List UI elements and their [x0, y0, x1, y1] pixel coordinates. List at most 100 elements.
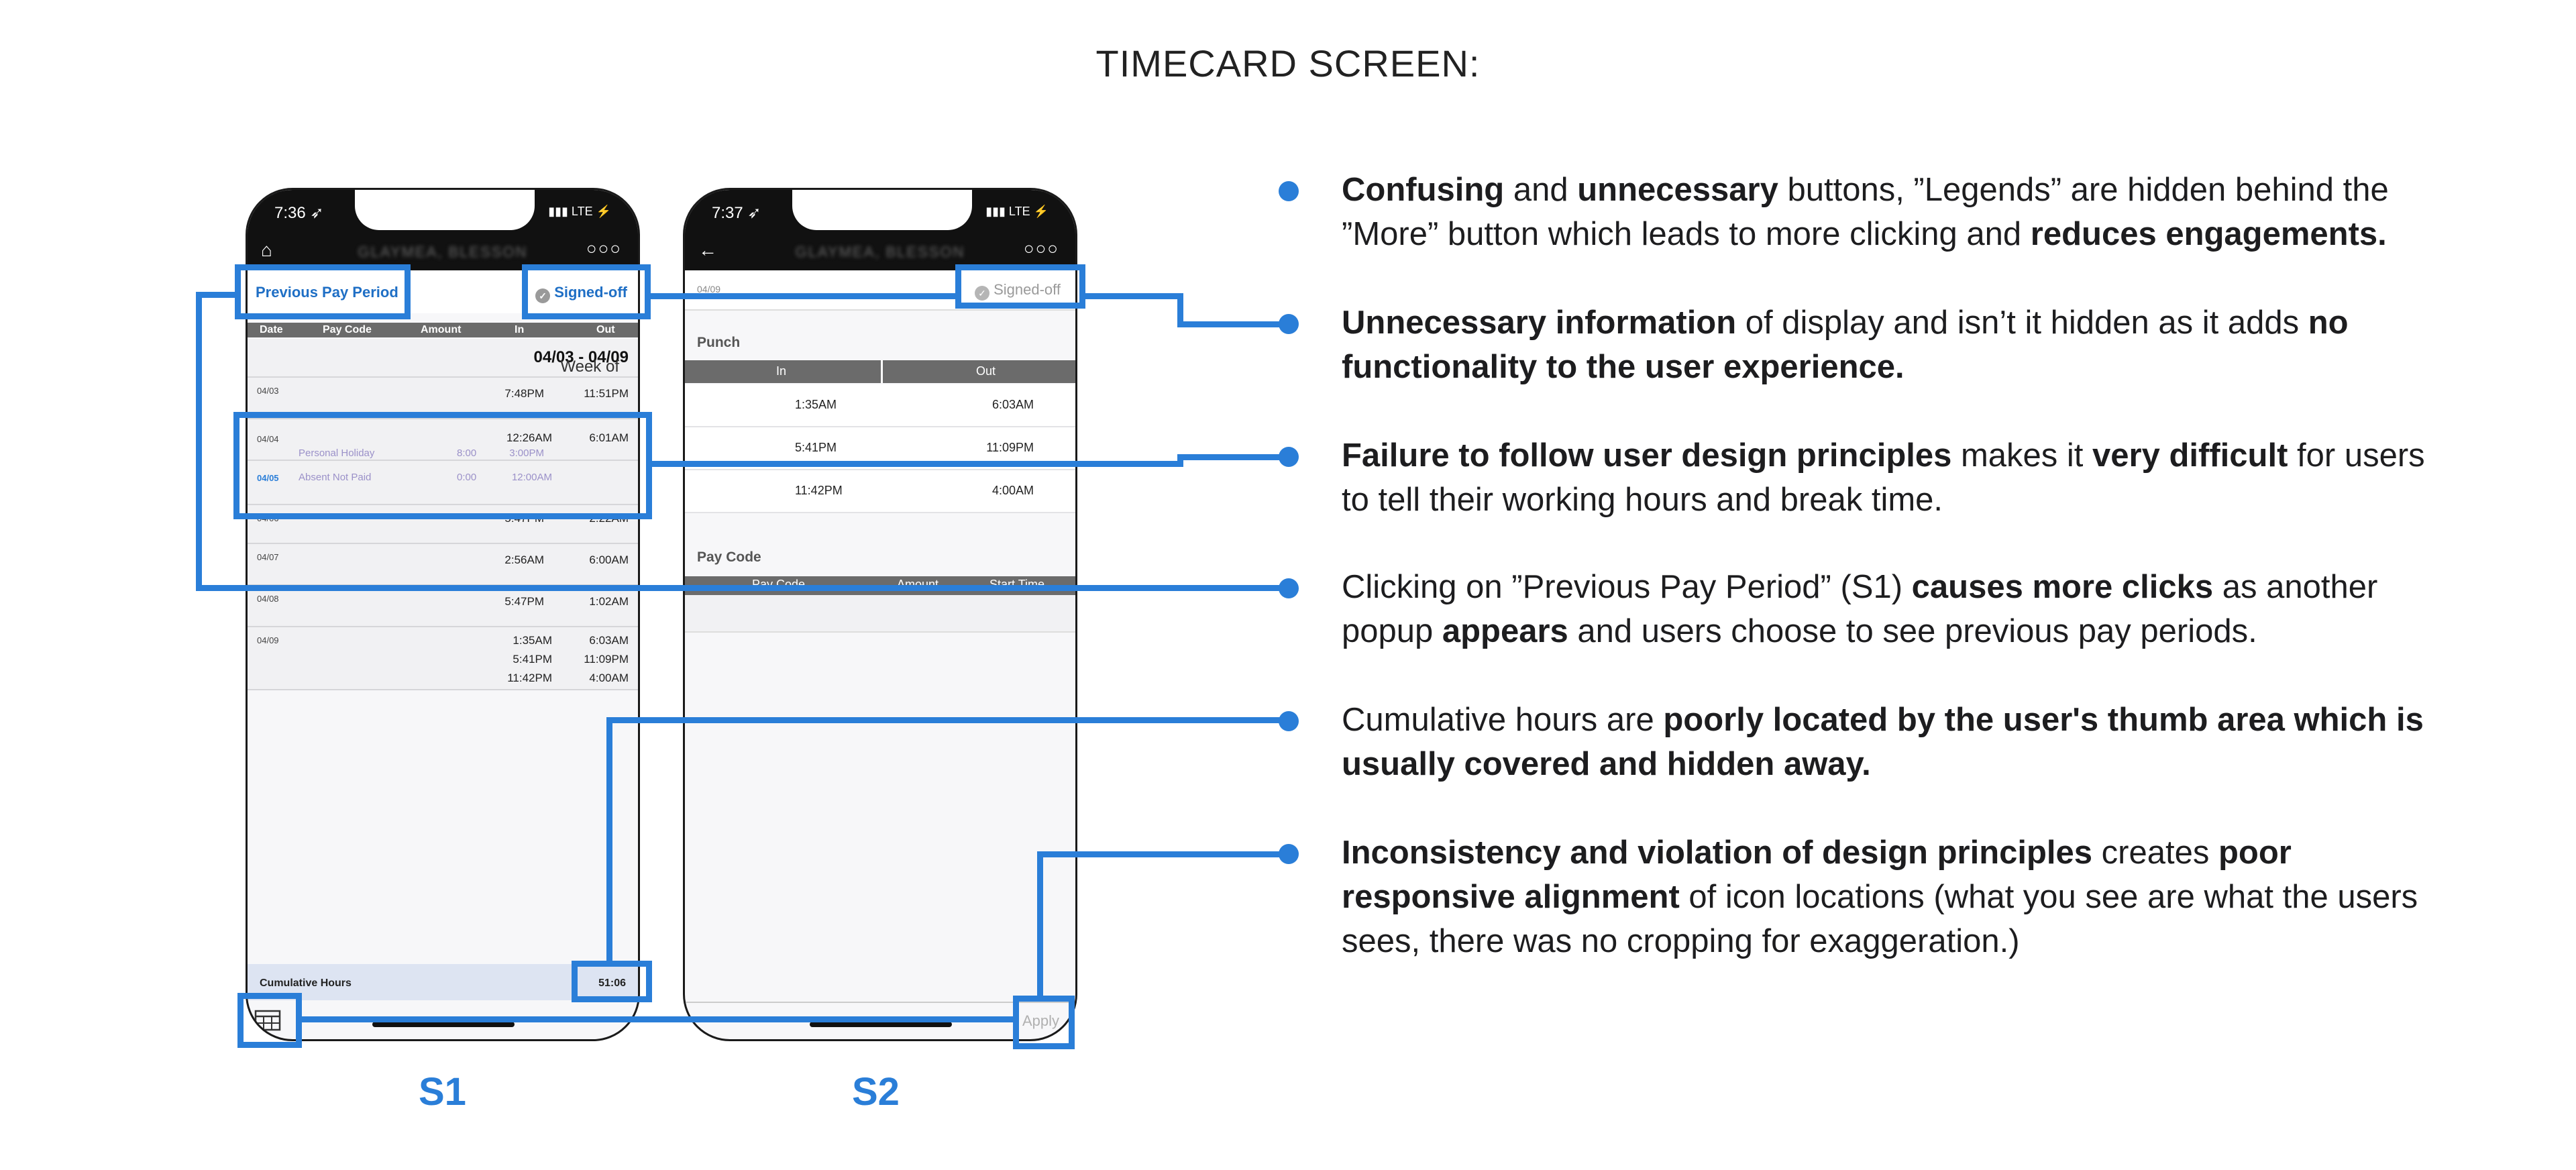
connector	[1177, 321, 1285, 327]
nav-bar: ← GLAYMEA, BLESSON ○○○	[685, 230, 1075, 270]
phone-notch	[355, 190, 535, 230]
more-icon[interactable]: ○○○	[586, 238, 622, 258]
bullet-dot	[1279, 181, 1299, 201]
row-in: 1:35AM	[513, 634, 552, 647]
connector	[196, 292, 240, 298]
highlight-apply-button	[1013, 996, 1075, 1049]
note-text: Cumulative hours are	[1342, 702, 1664, 738]
column-divider	[881, 360, 883, 383]
status-time: 7:37 ➶	[712, 204, 761, 222]
punch-table-header: In Out	[685, 360, 1075, 383]
week-range: 04/03 - 04/09	[533, 348, 629, 366]
highlight-pay-code-rows	[233, 412, 652, 519]
table-row[interactable]: 04/08 5:47PM 1:02AM	[248, 586, 638, 627]
col-out: Out	[596, 324, 615, 335]
row-out: 1:02AM	[589, 595, 629, 608]
more-icon[interactable]: ○○○	[1023, 238, 1059, 258]
connector	[606, 717, 1285, 723]
connector	[196, 585, 1285, 591]
bullet-dot	[1279, 447, 1299, 467]
connector	[1037, 851, 1285, 857]
home-icon[interactable]: ⌂	[261, 240, 272, 260]
row-date: 04/03	[257, 386, 279, 396]
connector	[1037, 851, 1043, 1001]
connector	[1177, 454, 1183, 467]
table-row[interactable]: 04/05 Absent Not Paid 0:00 12:00AM	[248, 461, 638, 505]
apply-button[interactable]: Apply	[1022, 1012, 1059, 1029]
punch-out: 6:03AM	[991, 398, 1034, 411]
row-code-in: 12:00AM	[511, 472, 552, 483]
back-icon[interactable]: ←	[698, 240, 717, 260]
table-row[interactable]: 04/07 2:56AM 6:00AM	[248, 544, 638, 586]
table-row[interactable]: 04/04 12:26AM 6:01AM Personal Holiday 8:…	[248, 419, 638, 461]
row-in: 12:26AM	[506, 431, 552, 444]
note-4: Clicking on ”Previous Pay Period” (S1) c…	[1342, 565, 2442, 653]
signed-off-label: Signed-off	[994, 281, 1061, 298]
connector	[1177, 293, 1183, 327]
col-in: In	[515, 324, 525, 335]
signed-off-button[interactable]: ✓ Signed-off	[535, 284, 627, 303]
pay-code-section-title: Pay Code	[697, 549, 761, 565]
note-3: Failure to follow user design principles…	[1342, 433, 2442, 522]
cumulative-hours-value: 51:06	[598, 977, 626, 989]
note-emphasis: Confusing	[1342, 172, 1505, 208]
note-emphasis: reduces engagements.	[2030, 216, 2387, 252]
punch-row[interactable]: 11:42PM 4:00AM	[685, 470, 1075, 513]
highlight-signed-off-s2	[955, 264, 1085, 309]
note-emphasis: very difficult	[2092, 437, 2288, 474]
phone-notch	[792, 190, 972, 230]
cumulative-hours-label: Cumulative Hours	[260, 977, 352, 989]
punch-in: 11:42PM	[795, 484, 843, 497]
employee-name: GLAYMEA, BLESSON	[795, 244, 965, 260]
bullet-dot	[1279, 578, 1299, 598]
note-text: buttons, ”Legends” are hidden behind the…	[1342, 172, 2389, 252]
row-date: 04/09	[257, 635, 279, 645]
signed-off-button[interactable]: ✓ Signed-off	[974, 281, 1061, 301]
table-header: Date Pay Code Amount In Out	[248, 323, 638, 337]
note-emphasis: unnecessary	[1577, 172, 1778, 208]
footer-divider	[685, 1002, 1075, 1003]
row-in: 2:56AM	[504, 553, 544, 566]
row-in: 7:48PM	[504, 387, 544, 400]
previous-pay-period-button[interactable]: Previous Pay Period	[256, 284, 398, 301]
row-out: 6:01AM	[589, 431, 629, 444]
note-emphasis: appears	[1442, 613, 1568, 649]
status-indicators: ▮▮▮ LTE ⚡	[548, 205, 611, 218]
note-text: of icon locations (what you see are what…	[1342, 879, 2418, 959]
note-emphasis: poor responsive alignment	[1342, 835, 2292, 915]
table-row[interactable]: 04/09 1:35AM 6:03AM 5:41PM 11:09PM 11:42…	[248, 627, 638, 690]
row-in: 11:42PM	[507, 672, 552, 684]
bullet-dot	[1279, 844, 1299, 864]
punch-out: 11:09PM	[986, 441, 1034, 454]
signed-off-label: Signed-off	[554, 284, 627, 301]
row-out: 11:09PM	[584, 653, 629, 666]
note-emphasis: poorly located by the user's thumb area …	[1342, 702, 2424, 782]
note-6: Inconsistency and violation of design pr…	[1342, 831, 2442, 963]
note-text: Clicking on ”Previous Pay Period” (S1)	[1342, 569, 1912, 605]
note-emphasis: Unnecessary information	[1342, 305, 1737, 341]
note-1: Confusing and unnecessary buttons, ”Lege…	[1342, 168, 2442, 256]
punch-section-title: Punch	[697, 335, 741, 350]
note-5: Cumulative hours are poorly located by t…	[1342, 698, 2442, 786]
week-prefix: Week of	[560, 358, 619, 376]
note-emphasis: Failure to follow user design principles	[1342, 437, 1952, 474]
col-in: In	[776, 364, 787, 378]
pay-code-row[interactable]	[685, 595, 1075, 633]
note-emphasis: causes more clicks	[1911, 569, 2214, 605]
punch-row[interactable]: 1:35AM 6:03AM	[685, 384, 1075, 427]
highlight-previous-pay-period	[235, 264, 411, 319]
note-text: creates	[2092, 835, 2218, 871]
row-date: 04/04	[257, 434, 279, 444]
home-indicator	[372, 1022, 515, 1027]
connector	[647, 461, 1183, 467]
check-circle-icon: ✓	[535, 288, 551, 303]
punch-in: 1:35AM	[795, 398, 837, 411]
col-out: Out	[976, 364, 996, 378]
connector	[1080, 293, 1183, 299]
note-text: and	[1504, 172, 1578, 208]
calendar-grid-icon[interactable]	[254, 1010, 281, 1031]
phone-label-s1: S1	[419, 1070, 466, 1114]
note-text: and users choose to see previous pay per…	[1568, 613, 2257, 649]
note-text: makes it	[1951, 437, 2093, 474]
nav-bar: ⌂ GLAYMEA, BLESSON ○○○	[248, 230, 638, 270]
